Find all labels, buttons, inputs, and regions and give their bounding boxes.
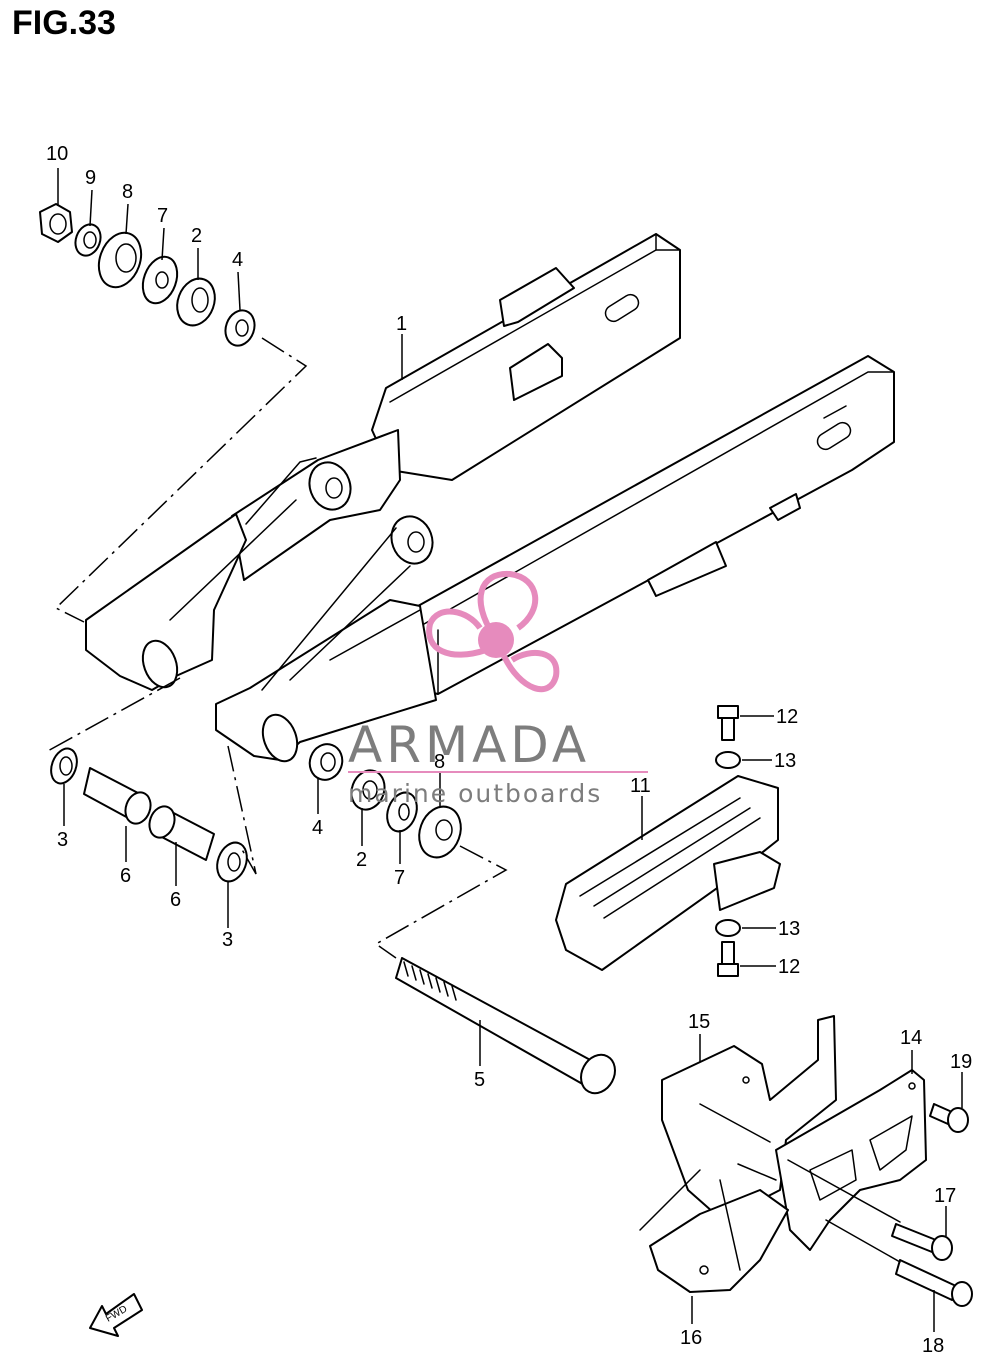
callout-6: 6 [170, 889, 181, 911]
watermark-tagline: marine outboards [348, 779, 602, 808]
callout-7: 7 [157, 205, 168, 227]
pivot-shaft [395, 957, 616, 1095]
bolt-18 [895, 1259, 973, 1307]
bolt-12-top [717, 705, 739, 741]
plate-14 [775, 1069, 927, 1251]
washer-7-top [141, 255, 179, 305]
bolt-19 [929, 1103, 969, 1133]
callout-15: 15 [688, 1011, 710, 1033]
bearing-4-lower [308, 743, 344, 781]
washer-9 [74, 223, 102, 257]
callout-12: 12 [776, 706, 798, 728]
callout-8: 8 [122, 181, 133, 203]
washer-7-lower [386, 791, 418, 833]
callout-14: 14 [900, 1027, 922, 1049]
callout-12: 12 [778, 956, 800, 978]
armada-watermark: ARMADA marine outboards [348, 570, 648, 808]
leader-lines [57, 168, 963, 1332]
washer-13-bottom [715, 919, 741, 937]
seal-3-left [50, 747, 78, 785]
figure-title: FIG.33 [12, 4, 116, 42]
callout-3: 3 [57, 829, 68, 851]
washer-13-top [715, 751, 741, 769]
callout-4: 4 [232, 249, 243, 271]
callout-3: 3 [222, 929, 233, 951]
bracket-15 [661, 1015, 837, 1221]
bolt-17 [891, 1223, 953, 1261]
guard-16 [649, 1189, 789, 1293]
spacer-6-a [83, 767, 152, 825]
bearing-4-top [224, 309, 256, 347]
callout-labels: 10 9 8 7 2 4 1 3 6 6 3 4 2 7 8 11 12 13 … [46, 143, 972, 1357]
nut-10 [39, 203, 73, 243]
callout-8: 8 [434, 751, 445, 773]
callout-19: 19 [950, 1051, 972, 1073]
callout-11: 11 [630, 775, 651, 797]
bearing-8-lower [418, 805, 462, 859]
seal-3-right [216, 841, 248, 883]
callout-17: 17 [934, 1185, 956, 1207]
callout-13: 13 [774, 750, 796, 772]
callout-18: 18 [922, 1335, 944, 1357]
callout-1: 1 [396, 313, 407, 335]
callout-10: 10 [46, 143, 68, 165]
propeller-logo [426, 570, 560, 693]
callout-4: 4 [312, 817, 323, 839]
watermark-brand: ARMADA [348, 716, 590, 774]
callout-5: 5 [474, 1069, 485, 1091]
swingarm [85, 233, 895, 763]
callout-16: 16 [680, 1327, 702, 1349]
callout-6: 6 [120, 865, 131, 887]
callout-7: 7 [394, 867, 405, 889]
fwd-arrow: FWD [89, 1293, 143, 1337]
chain-guide [555, 775, 781, 971]
spacer-6-b [148, 805, 215, 861]
callout-13: 13 [778, 918, 800, 940]
bolt-12-bottom [717, 941, 739, 977]
collar-2-top [176, 277, 216, 327]
bearing-8-top [97, 231, 143, 289]
callout-2: 2 [191, 225, 202, 247]
callout-2: 2 [356, 849, 367, 871]
callout-9: 9 [85, 167, 96, 189]
